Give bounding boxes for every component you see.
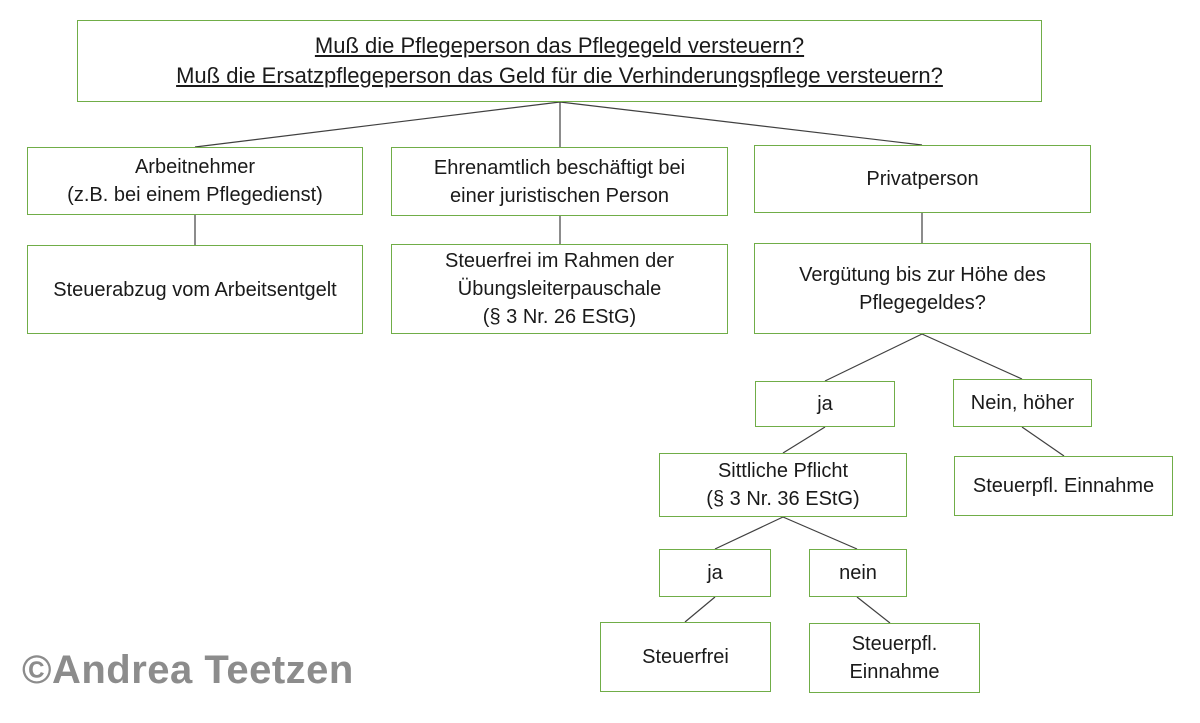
volunteer-result-2: Übungsleiterpauschale <box>457 278 662 300</box>
no-result-box: Steuerpfl. Einnahme <box>954 456 1173 516</box>
private-question-2: Pflegegeldes? <box>859 291 986 314</box>
volunteer-result-box: Steuerfrei im Rahmen der Übungsleiterpau… <box>391 244 728 334</box>
private-question-box: Vergütung bis zur Höhe des Pflegegeldes? <box>754 243 1091 334</box>
moral-no: nein <box>839 562 877 584</box>
private-yes: ja <box>817 393 833 415</box>
private-no-box: Nein, höher <box>953 379 1092 427</box>
private-box: Privatperson <box>754 145 1091 213</box>
moral-duty-2: (§ 3 Nr. 36 EStG) <box>706 488 860 510</box>
moral-duty-box: Sittliche Pflicht (§ 3 Nr. 36 EStG) <box>659 453 907 517</box>
private-question-1: Vergütung bis zur Höhe des <box>799 263 1046 286</box>
moral-no-result-2: Einnahme <box>849 661 940 683</box>
moral-no-result-box: Steuerpfl. Einnahme <box>809 623 980 693</box>
volunteer-label-1: Ehrenamtlich beschäftigt bei <box>433 156 686 179</box>
private-label: Privatperson <box>866 168 979 190</box>
moral-no-result-1: Steuerpfl. <box>851 633 938 655</box>
volunteer-label-2: einer juristischen Person <box>450 184 669 207</box>
moral-yes-result: Steuerfrei <box>642 646 729 668</box>
title-line-1: Muß die Pflegeperson das Pflegegeld vers… <box>314 33 805 59</box>
volunteer-result-1: Steuerfrei im Rahmen der <box>445 250 674 272</box>
moral-yes-result-box: Steuerfrei <box>600 622 771 692</box>
title-box: Muß die Pflegeperson das Pflegegeld vers… <box>77 20 1042 102</box>
employee-label-1: Arbeitnehmer <box>134 156 256 178</box>
moral-yes-box: ja <box>659 549 771 597</box>
moral-yes: ja <box>707 562 723 584</box>
moral-no-box: nein <box>809 549 907 597</box>
moral-duty-1: Sittliche Pflicht <box>717 460 849 482</box>
employee-result-box: Steuerabzug vom Arbeitsentgelt <box>27 245 363 334</box>
copyright-watermark: ©Andrea Teetzen <box>22 648 354 692</box>
private-yes-box: ja <box>755 381 895 427</box>
volunteer-box: Ehrenamtlich beschäftigt bei einer juris… <box>391 147 728 216</box>
title-line-2: Muß die Ersatzpflegeperson das Geld für … <box>176 63 943 88</box>
employee-box: Arbeitnehmer (z.B. bei einem Pflegediens… <box>27 147 363 215</box>
employee-result: Steuerabzug vom Arbeitsentgelt <box>53 278 337 301</box>
employee-label-2: (z.B. bei einem Pflegedienst) <box>67 184 323 206</box>
no-result: Steuerpfl. Einnahme <box>972 475 1155 497</box>
volunteer-result-3: (§ 3 Nr. 26 EStG) <box>482 306 637 328</box>
private-no: Nein, höher <box>970 392 1075 414</box>
